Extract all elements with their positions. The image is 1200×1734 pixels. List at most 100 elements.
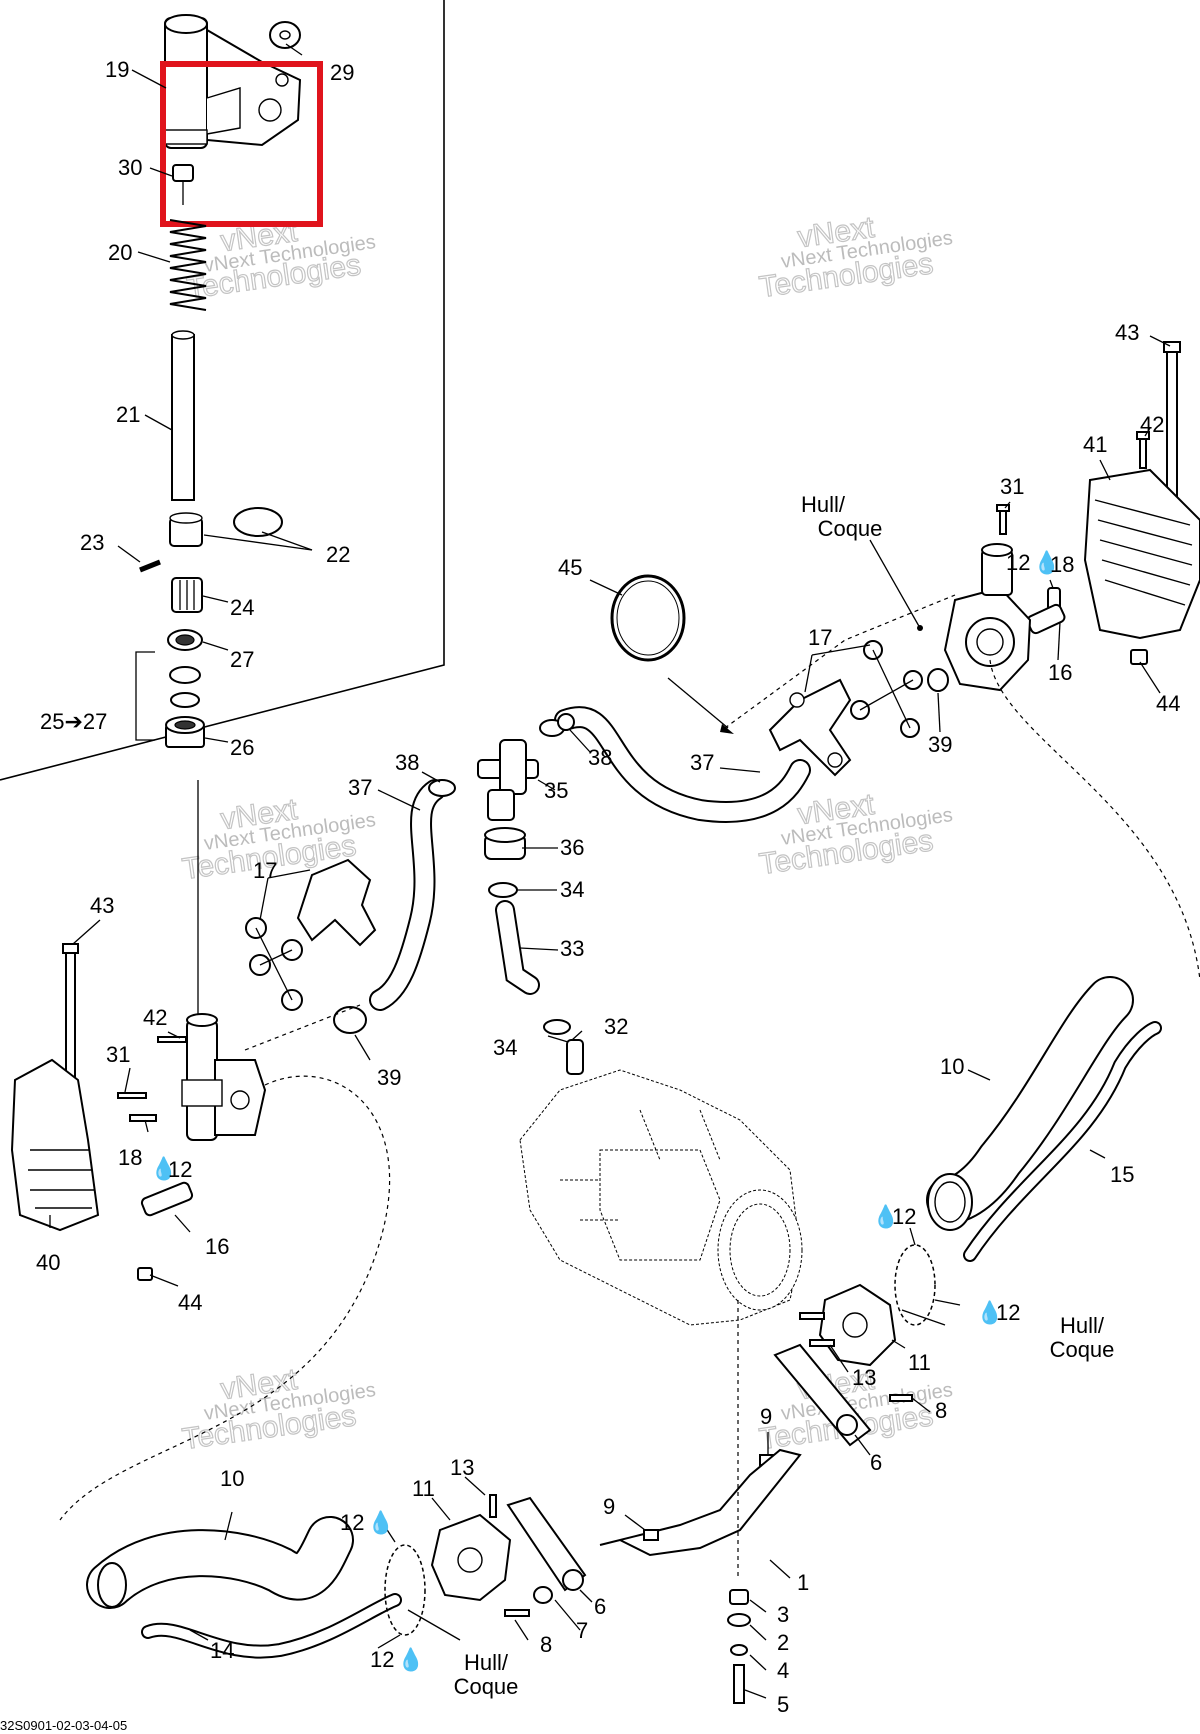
part-7-washer: [533, 1586, 553, 1604]
callout-5: 5: [777, 1692, 789, 1717]
callout-12: 12: [996, 1300, 1020, 1325]
callout-6: 6: [594, 1594, 606, 1619]
callout-25-27: 25➔27: [40, 709, 107, 734]
callout-12: 12: [168, 1157, 192, 1182]
hull-label: Hull/: [1060, 1313, 1105, 1338]
callout-31: 31: [1000, 474, 1024, 499]
drop-icon: 💧: [1033, 550, 1060, 575]
part-11-flange-right: [818, 1283, 897, 1367]
drop-icon: 💧: [872, 1204, 899, 1229]
bracket-25-27: [135, 651, 155, 741]
part-44-nut: [1130, 649, 1148, 665]
part-1-bracket: [599, 1448, 802, 1557]
watermark-group: vNext vNext Technologies Technologies vN…: [180, 210, 954, 1456]
part-10-hose-right: [926, 976, 1134, 1231]
callout-1: 1: [797, 1570, 809, 1595]
part-6-lever-right: [773, 1343, 872, 1447]
callout-19: 19: [105, 57, 129, 82]
callout-43: 43: [1115, 320, 1139, 345]
part-26-nut: [165, 716, 205, 748]
detail-box-border: [0, 0, 445, 781]
callout-44: 44: [1156, 691, 1180, 716]
part-31-screw-left: [117, 1092, 147, 1099]
part-39-seal-left: [333, 1006, 367, 1034]
callout-15: 15: [1110, 1162, 1134, 1187]
callout-7: 7: [576, 1618, 588, 1643]
part-35-tee-fitting: [477, 739, 539, 821]
part-42-screw: [1136, 431, 1150, 469]
part-45-clamp-ring: [610, 574, 686, 662]
callout-12: 12: [340, 1510, 364, 1535]
callout-40: 40: [36, 1250, 60, 1275]
hull-leader: [869, 539, 921, 629]
hull-dot: [917, 625, 923, 631]
part-16-shaft-left: [140, 1181, 194, 1217]
coque-label: Coque: [818, 516, 883, 541]
callout-3: 3: [777, 1602, 789, 1627]
document-reference: 32S0901-02-03-04-05: [0, 1718, 127, 1733]
callout-27: 27: [230, 647, 254, 672]
callout-26: 26: [230, 735, 254, 760]
part-18-pin-left: [129, 1114, 157, 1122]
part-6-lever-left: [506, 1496, 587, 1592]
callout-13: 13: [852, 1365, 876, 1390]
hull-label: Hull/: [801, 492, 846, 517]
callout-12: 12: [1006, 550, 1030, 575]
part-32-fitting: [566, 1039, 584, 1075]
callout-20: 20: [108, 240, 132, 265]
part-31-screw: [996, 504, 1010, 535]
callout-16: 16: [1048, 660, 1072, 685]
part-steering-housing-right: [943, 543, 1032, 692]
part-41-cover: [1083, 468, 1200, 640]
callout-42: 42: [143, 1005, 167, 1030]
part-39-seal: [927, 668, 949, 692]
callout-10: 10: [220, 1466, 244, 1491]
callout-21: 21: [116, 402, 140, 427]
callout-11: 11: [412, 1476, 435, 1501]
callout-11: 11: [908, 1350, 931, 1375]
arrow-head: [720, 724, 734, 734]
part-12-gasket-left: [384, 1544, 426, 1636]
part-13-screw-left: [489, 1494, 497, 1518]
part-pump-housing: [519, 1069, 803, 1326]
part-17-arm-left: [245, 858, 377, 1011]
callout-33: 33: [560, 936, 584, 961]
drop-icon: 💧: [397, 1647, 424, 1672]
part-10-hose-left: [86, 1516, 354, 1609]
callout-8: 8: [540, 1632, 552, 1657]
callout-labels: 19 29 30 20 21 23 22 24 27 25➔27 26 43 4…: [0, 57, 1180, 1733]
part-13-screw-right: [799, 1312, 835, 1347]
callout-17: 17: [253, 858, 277, 883]
part-42-screw-left: [157, 1036, 187, 1043]
part-17-arm: [768, 640, 923, 777]
highlight-box: [160, 61, 323, 227]
callout-17: 17: [808, 625, 832, 650]
callout-42: 42: [1140, 412, 1164, 437]
part-38-clamp: [428, 713, 575, 797]
part-21-shaft: [171, 330, 195, 501]
callout-39: 39: [928, 732, 952, 757]
part-33-hose: [495, 900, 540, 995]
drop-icon: 💧: [150, 1156, 177, 1181]
callout-23: 23: [80, 530, 104, 555]
callout-37: 37: [690, 750, 714, 775]
callout-12: 12: [892, 1204, 916, 1229]
part-15-tube: [963, 1021, 1162, 1262]
part-4-washer: [730, 1644, 748, 1656]
callout-9: 9: [760, 1404, 772, 1429]
part-43-long-bolt: [1163, 341, 1181, 506]
callout-34: 34: [493, 1035, 517, 1060]
part-steering-housing-left: [181, 1013, 267, 1141]
part-3-washer: [729, 1589, 749, 1605]
part-37-hose-upper: [554, 706, 811, 823]
callout-18: 18: [1050, 552, 1074, 577]
callout-35: 35: [544, 778, 568, 803]
callout-30: 30: [118, 155, 142, 180]
part-2-spacer: [727, 1613, 751, 1627]
part-36-grommet: [484, 827, 526, 860]
part-29-washer: [269, 21, 301, 49]
callout-39: 39: [377, 1065, 401, 1090]
callout-13: 13: [450, 1455, 474, 1480]
hull-leader: [901, 1309, 946, 1326]
